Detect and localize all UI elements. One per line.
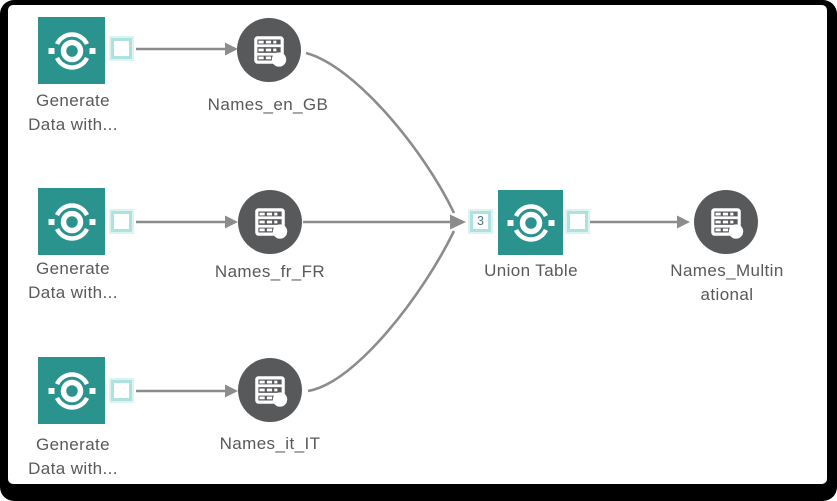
port-out-generate-3[interactable] xyxy=(111,380,132,401)
node-table-names-it-it[interactable] xyxy=(238,358,302,422)
port-input-count: 3 xyxy=(477,214,484,229)
node-generate-data-2[interactable] xyxy=(38,188,105,255)
table-icon xyxy=(254,36,287,67)
port-out-generate-2[interactable] xyxy=(111,211,132,232)
generate-data-icon xyxy=(48,371,95,410)
table-icon xyxy=(711,208,744,239)
node-generate-data-3[interactable] xyxy=(38,357,105,424)
port-out-generate-1[interactable] xyxy=(111,38,132,59)
port-in-union-count[interactable]: 3 xyxy=(470,211,491,232)
node-label-union-table: Union Table xyxy=(484,261,578,280)
node-label-names-fr-fr: Names_fr_FR xyxy=(214,262,326,281)
node-table-names-multinational[interactable] xyxy=(694,190,758,254)
generate-data-icon xyxy=(48,31,95,70)
table-icon xyxy=(255,208,288,239)
node-label-names-en-gb: Names_en_GB xyxy=(207,95,329,114)
node-table-names-en-gb[interactable] xyxy=(237,18,301,82)
node-table-names-fr-fr[interactable] xyxy=(238,190,302,254)
port-out-union[interactable] xyxy=(567,211,588,232)
node-generate-data-1[interactable] xyxy=(38,17,105,84)
generate-data-icon xyxy=(507,203,554,242)
generate-data-icon xyxy=(48,202,95,241)
node-label-names-it-it: Names_it_IT xyxy=(219,434,321,453)
table-icon xyxy=(255,376,288,407)
node-union-table[interactable] xyxy=(498,190,563,255)
